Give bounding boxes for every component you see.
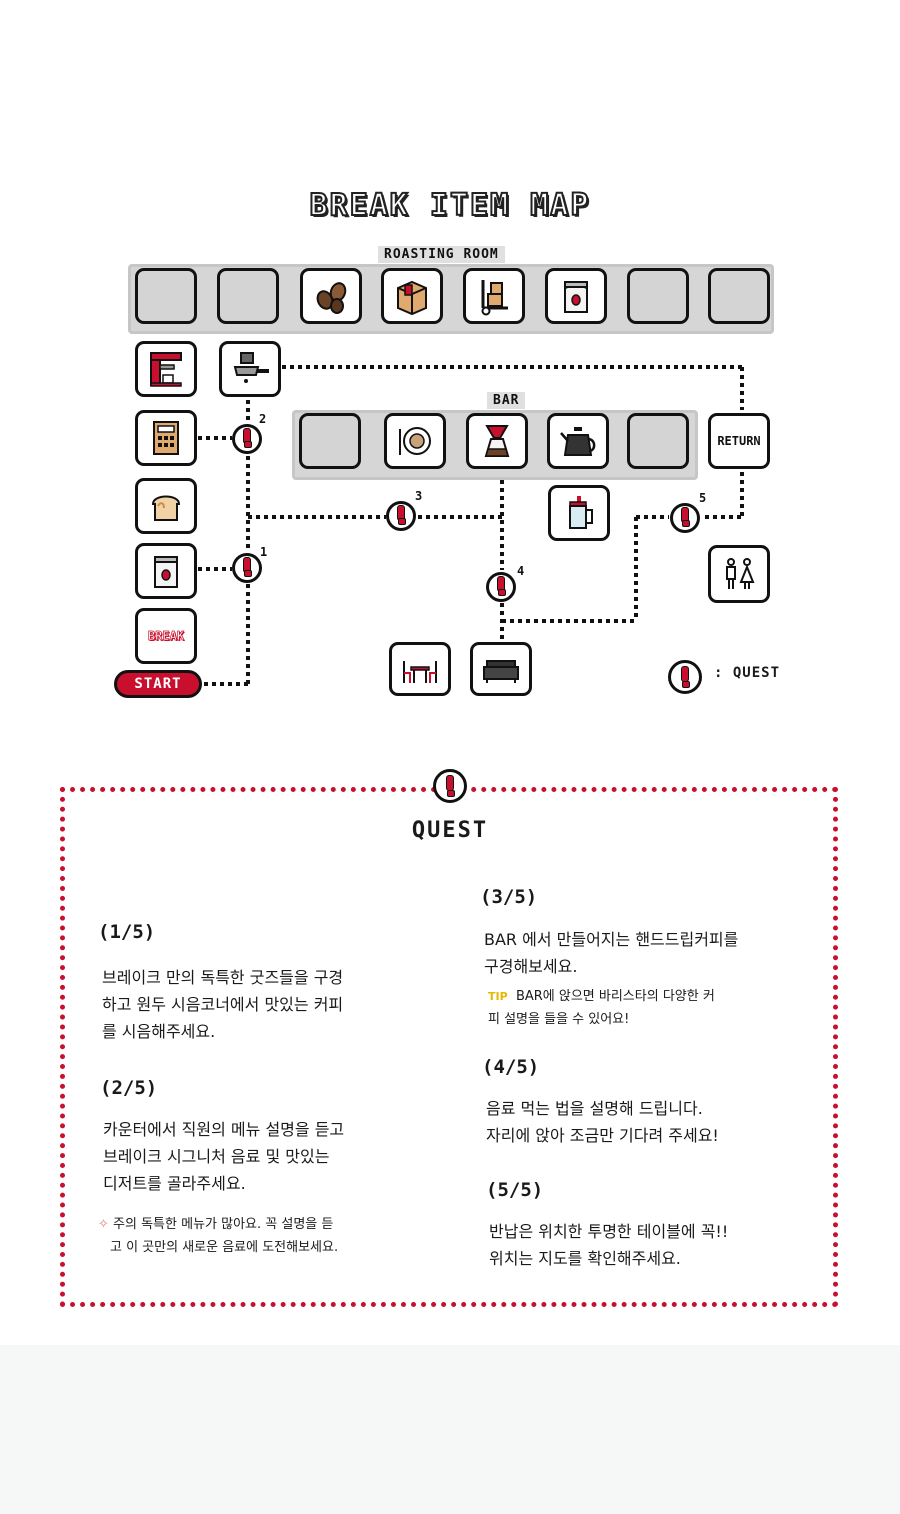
quest-3-line: BAR 에서 만들어지는 핸드드립커피를 [484,930,739,949]
quest-1-line: 를 시음해주세요. [102,1022,216,1041]
espresso-machine-tile[interactable] [135,341,197,397]
sofa-icon [483,660,519,683]
drip-kettle-icon [560,427,596,456]
map-paths [198,365,744,686]
roasting-slot-2 [217,268,279,324]
bar-slot-5 [627,413,689,469]
quest-marker-4-number: 4 [517,564,525,578]
quest-3-heading: (3/5) [480,886,538,908]
roasting-slot-8 [708,268,770,324]
quest-marker-2[interactable] [232,424,262,454]
espresso-machine-icon [150,352,182,387]
pour-over-tile[interactable] [466,413,528,469]
roasting-room-label: ROASTING ROOM [378,246,505,263]
quest-2-line: 브레이크 시그니처 음료 및 맛있는 [103,1147,330,1166]
calculator-tile[interactable] [135,410,197,466]
quest-2-heading: (2/5) [100,1077,158,1099]
quest-1-heading: (1/5) [98,921,156,943]
french-press-tile[interactable] [548,485,610,541]
return-station[interactable]: RETURN [708,413,770,469]
quest-5-line: 위치는 지도를 확인해주세요. [489,1249,681,1268]
quest-4-heading: (4/5) [482,1056,540,1078]
quest-3-tip-line: BAR에 앉으면 바리스타의 다양한 커 [515,989,715,1004]
bread-tile[interactable] [135,478,197,534]
bottom-band [0,1345,900,1514]
box-icon [397,280,427,316]
quest-1-line: 브레이크 만의 독특한 굿즈들을 구경 [102,968,344,987]
quest-header-icon [433,769,467,803]
restroom-tile[interactable] [708,545,770,603]
quest-2-line: 카운터에서 직원의 메뉴 설명을 듣고 [103,1120,345,1139]
quest-legend-label: : QUEST [714,665,781,681]
pour-over-dripper-icon [484,425,510,457]
quest-marker-3-number: 3 [415,489,423,503]
quest-1-body: 브레이크 만의 독특한 굿즈들을 구경 하고 원두 시음코너에서 맛있는 커피 … [102,964,462,1045]
break-logo-tile[interactable]: BREAK [135,608,197,664]
quest-5-heading: (5/5) [486,1179,544,1201]
quest-2-note-line: 주의 독특한 메뉴가 많아요. 꼭 설명을 듣 [113,1217,334,1232]
hand-truck-tile[interactable] [463,268,525,324]
quest-title: QUEST [411,818,489,843]
coffee-bag-icon [564,281,588,313]
quest-3-line: 구경해보세요. [484,957,578,976]
bar-label: BAR [487,392,526,409]
hand-truck-icon [481,280,508,316]
tip-tag: TIP [488,990,508,1003]
break-logo: BREAK [147,629,185,644]
quest-2-body: 카운터에서 직원의 메뉴 설명을 듣고 브레이크 시그니처 음료 및 맛있는 디… [103,1116,463,1197]
quest-2-note-line: 고 이 곳만의 새로운 음료에 도전해보세요. [110,1240,339,1255]
map-title: BREAK ITEM MAP [309,187,591,224]
coffee-bag-icon [154,556,178,588]
quest-marker-5-number: 5 [699,491,707,505]
french-press-icon [569,496,593,529]
quest-4-line: 음료 먹는 법을 설명해 드립니다. [486,1099,703,1118]
quest-4-line: 자리에 앉아 조금만 기다려 주세요! [486,1126,719,1145]
roasting-slot-1 [135,268,197,324]
plate-icon [399,427,431,455]
start-button[interactable]: START [114,670,202,698]
roasting-slot-7 [627,268,689,324]
quest-4-body: 음료 먹는 법을 설명해 드립니다. 자리에 앉아 조금만 기다려 주세요! [486,1095,826,1149]
quest-marker-3[interactable] [386,501,416,531]
coffee-beans-tile[interactable] [300,268,362,324]
coffee-beans-icon [316,282,347,314]
portafilter-tile[interactable] [219,341,281,397]
coffee-bag-counter-tile[interactable] [135,543,197,599]
table-chairs-icon [403,661,437,683]
quest-marker-2-number: 2 [259,412,267,426]
portafilter-icon [233,352,269,383]
drip-kettle-tile[interactable] [547,413,609,469]
quest-marker-5[interactable] [670,503,700,533]
star-icon: ✧ [98,1217,109,1232]
quest-legend-icon [668,660,702,694]
quest-3-tip-line: 피 설명을 들을 수 있어요! [488,1012,630,1027]
quest-2-line: 디저트를 골라주세요. [103,1174,246,1193]
quest-5-line: 반납은 위치한 투명한 테이블에 꼭!! [489,1222,729,1241]
sofa-tile[interactable] [470,642,532,696]
box-tile[interactable] [381,268,443,324]
quest-marker-1[interactable] [232,553,262,583]
quest-2-note: ✧ 주의 독특한 메뉴가 많아요. 꼭 설명을 듣 고 이 곳만의 새로운 음료… [98,1213,458,1259]
quest-3-tip: TIP BAR에 앉으면 바리스타의 다양한 커 피 설명을 들을 수 있어요! [488,985,818,1031]
quest-3-body: BAR 에서 만들어지는 핸드드립커피를 구경해보세요. [484,926,824,980]
coffee-bag-tile[interactable] [545,268,607,324]
bread-icon [151,495,181,521]
restroom-icon [726,558,755,589]
bar-slot-1 [299,413,361,469]
quest-1-line: 하고 원두 시음코너에서 맛있는 커피 [102,995,344,1014]
quest-marker-1-number: 1 [260,545,268,559]
quest-marker-4[interactable] [486,572,516,602]
plate-tile[interactable] [384,413,446,469]
table-chairs-tile[interactable] [389,642,451,696]
calculator-icon [153,421,179,455]
quest-5-body: 반납은 위치한 투명한 테이블에 꼭!! 위치는 지도를 확인해주세요. [489,1218,829,1272]
